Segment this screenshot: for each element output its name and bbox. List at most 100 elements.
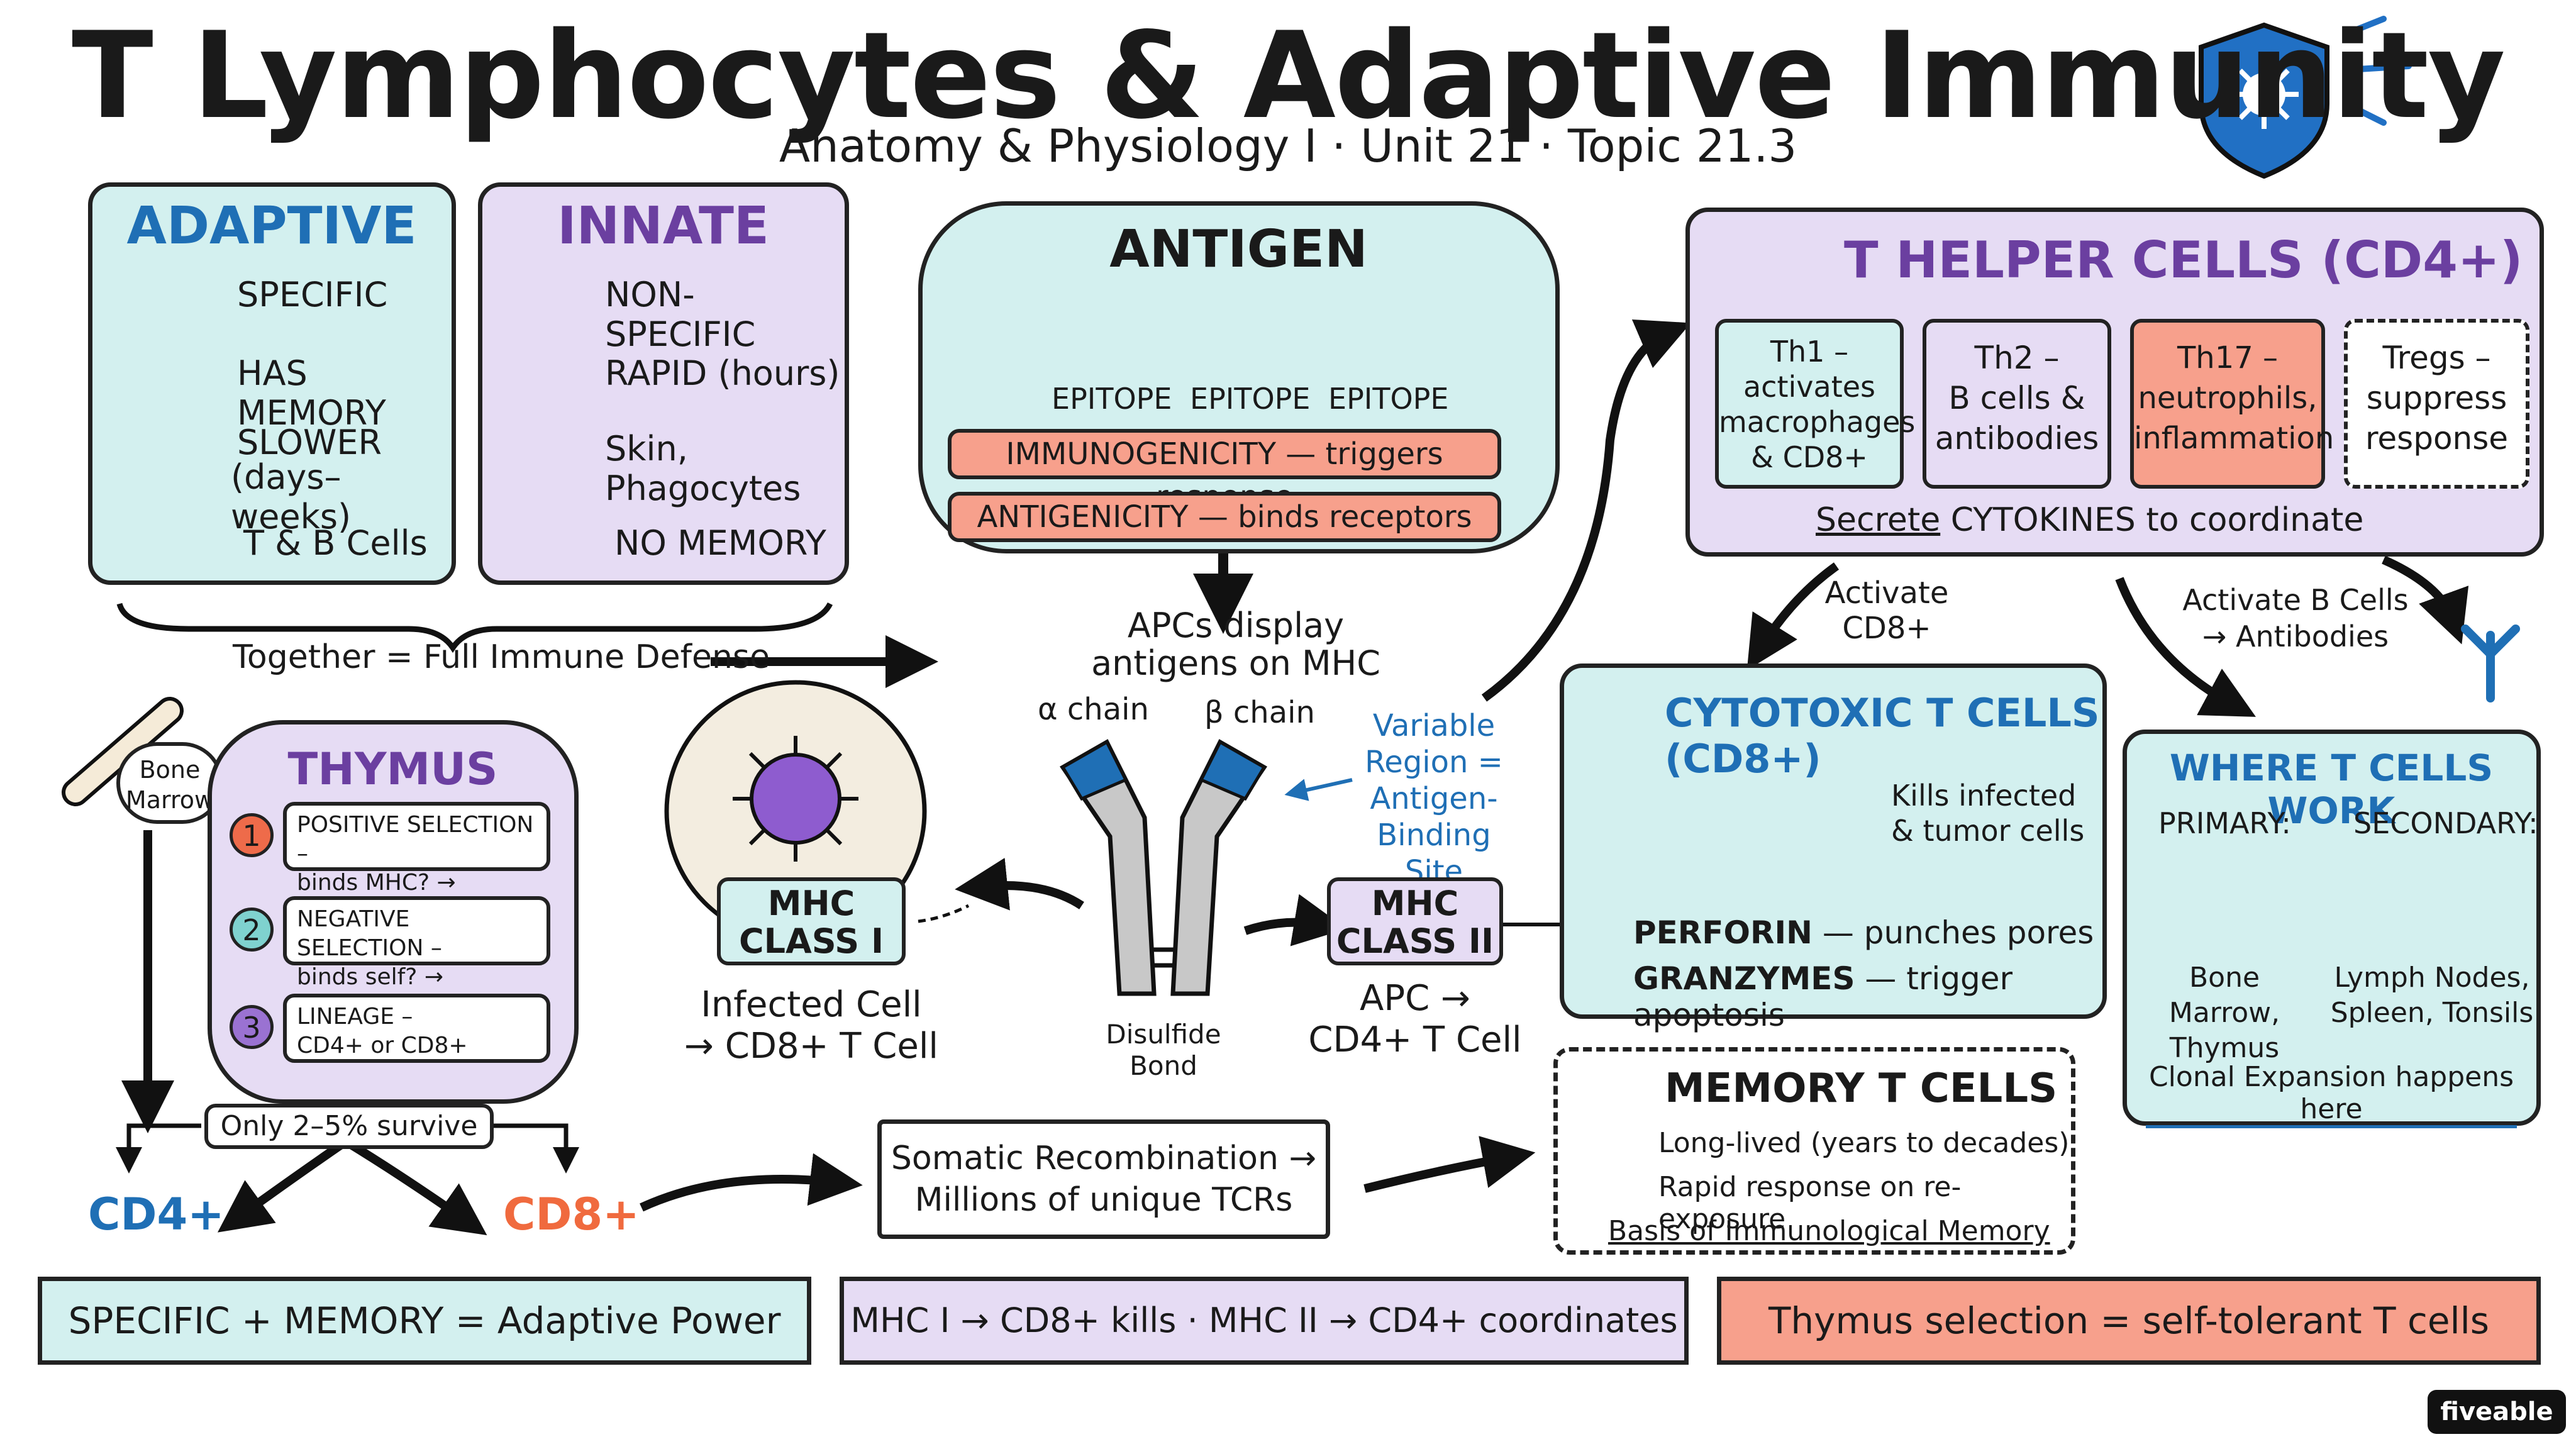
primary-label: PRIMARY: (2158, 806, 2291, 840)
somatic-line-1: Somatic Recombination → (891, 1140, 1317, 1177)
kills-line-1: Kills infected (1891, 779, 2077, 813)
variable-line-3: Antigen-Binding (1370, 781, 1498, 853)
th2-line-2: B cells & (1948, 380, 2085, 416)
granzymes-term: GRANZYMES (1633, 960, 1855, 997)
activate-cd8-label: Activate CD8+ (1811, 575, 1962, 646)
step-1-box: POSITIVE SELECTION – binds MHC? → surviv… (283, 802, 550, 924)
mhc-class-1-box: MHC CLASS I (717, 877, 906, 965)
banner-thymus-selection: Thymus selection = self-tolerant T cells (1717, 1277, 2541, 1365)
th1-line-1: Th1 – (1770, 335, 1849, 369)
activate-cd8-line-2: CD8+ (1842, 611, 1931, 646)
adaptive-days: (days–weeks) (231, 457, 352, 536)
innate-nonspecific: NON-SPECIFIC (605, 275, 756, 354)
together-caption: Together = Full Immune Defense (233, 638, 770, 676)
step-3-number: 3 (230, 1005, 274, 1049)
activate-cd8-line-1: Activate (1824, 575, 1949, 611)
page-title: T Lymphocytes & Adaptive Immunity (72, 6, 2506, 145)
mhc-class-2-box: MHC CLASS II (1327, 877, 1503, 965)
secondary-site-1: Lymph Nodes, (2334, 962, 2530, 994)
step-2-number: 2 (230, 908, 274, 952)
step-3-box: LINEAGE – CD4+ or CD8+ (283, 994, 550, 1063)
activate-b-label: Activate B Cells → Antibodies (2163, 582, 2428, 655)
infected-cell-icon (664, 680, 927, 943)
step-3-line-2: CD4+ or CD8+ (297, 1033, 468, 1058)
step-2-line-1: NEGATIVE SELECTION – (297, 906, 442, 961)
th2-line-1: Th2 – (1974, 340, 2060, 376)
memory-panel: MEMORY T CELLS Long-lived (years to deca… (1553, 1047, 2075, 1255)
thymus-step-2: 2 NEGATIVE SELECTION – binds self? → eli… (230, 896, 557, 1019)
mhc1-caption-1: Infected Cell (701, 984, 922, 1025)
innate-no-memory: NO MEMORY (614, 523, 826, 563)
apc-caption: APCs display antigens on MHC (1031, 607, 1440, 682)
th1-line-3: macrophages (1719, 405, 1916, 439)
tregs-line-1: Tregs – (2382, 340, 2491, 376)
tcr-receptor-icon (1059, 739, 1268, 996)
memory-heading: MEMORY T CELLS (1665, 1065, 2058, 1112)
antigen-panel: ANTIGEN EPITOPE EPITOPE EPITOPE IMMUNOGE… (918, 201, 1560, 553)
mhc2-caption-1: APC → (1360, 978, 1470, 1019)
epitope-label-2: EPITOPE (1190, 382, 1311, 416)
adaptive-panel: ADAPTIVE SPECIFIC HAS MEMORY SLOWER (day… (88, 182, 456, 585)
survive-pill: Only 2–5% survive (204, 1104, 494, 1149)
secrete-word: Secrete (1816, 501, 1941, 539)
adaptive-memory: HAS MEMORY (237, 353, 386, 433)
cytokines-caption: Secrete CYTOKINES to coordinate (1816, 501, 2363, 539)
memory-line-2: Rapid response on re-exposure (1658, 1171, 1962, 1235)
cd4-label: CD4+ (88, 1189, 225, 1240)
th17-line-2: neutrophils, (2138, 380, 2318, 416)
primary-sites: Bone Marrow, Thymus (2133, 960, 2316, 1066)
beta-chain-label: β chain (1204, 695, 1315, 730)
t-helper-heading: T HELPER CELLS (CD4+) (1844, 231, 2523, 289)
antigenicity-pill: ANTIGENICITY — binds receptors (948, 492, 1501, 542)
tregs-line-2: suppress (2366, 380, 2507, 416)
antigen-heading: ANTIGEN (1109, 219, 1368, 279)
mhc1-line-2: CLASS I (738, 921, 884, 961)
step-2-box: NEGATIVE SELECTION – binds self? → elimi… (283, 896, 550, 1019)
secondary-label: SECONDARY: (2353, 806, 2538, 840)
granzymes-row: GRANZYMES — trigger apoptosis (1633, 960, 2102, 1033)
memory-line-1: Long-lived (years to decades) (1658, 1127, 2070, 1159)
where-heading: WHERE T CELLS WORK (2169, 747, 2494, 832)
disulfide-line-2: Bond (1130, 1050, 1197, 1081)
mhc1-caption-2: → CD8+ T Cell (684, 1026, 938, 1067)
secondary-sites: Lymph Nodes, Spleen, Tonsils (2328, 960, 2536, 1031)
kills-line-2: & tumor cells (1891, 814, 2085, 848)
banner-adaptive-power: SPECIFIC + MEMORY = Adaptive Power (38, 1277, 811, 1365)
perforin-row: PERFORIN — punches pores (1633, 914, 2094, 951)
th17-line-1: Th17 – (2177, 340, 2279, 375)
th1-box: Th1 – activates macrophages & CD8+ (1715, 319, 1916, 489)
antibody-icon (2461, 625, 2520, 702)
epitope-label-3: EPITOPE (1328, 382, 1449, 416)
activate-b-line-1: Activate B Cells (2182, 583, 2409, 617)
innate-skin: Skin, Phagocytes (605, 429, 801, 508)
mhc2-line-2: CLASS II (1336, 921, 1494, 961)
cytokines-text: CYTOKINES to coordinate (1950, 501, 2364, 539)
th17-line-3: inflammation (2134, 421, 2334, 456)
bone-marrow-line-1: Bone (139, 756, 201, 784)
page-subtitle: Anatomy & Physiology I · Unit 21 · Topic… (779, 119, 1797, 172)
innate-panel: INNATE NON-SPECIFIC RAPID (hours) Skin, … (478, 182, 849, 585)
mhc2-caption: APC → CD4+ T Cell (1296, 978, 1535, 1061)
th2-box: Th2 – B cells & antibodies (1923, 319, 2111, 489)
step-1-number: 1 (230, 813, 274, 857)
granzymes-desc: — trigger apoptosis (1633, 960, 2013, 1033)
t-helper-panel: T HELPER CELLS (CD4+) Th1 – activates ma… (1685, 208, 2544, 557)
bone-marrow-line-2: Marrow (125, 786, 214, 814)
immunogenicity-pill: IMMUNOGENICITY — triggers response (948, 429, 1501, 514)
mhc2-line-1: MHC (1371, 884, 1459, 923)
variable-line-1: Variable (1372, 708, 1496, 743)
mhc1-caption: Infected Cell → CD8+ T Cell (679, 984, 943, 1067)
fiveable-logo: fiveable (2428, 1390, 2566, 1434)
th1-line-4: & CD8+ (1751, 440, 1868, 474)
somatic-line-2: Millions of unique TCRs (914, 1181, 1293, 1219)
adaptive-slower: SLOWER (237, 423, 382, 462)
th2-line-3: antibodies (1935, 420, 2099, 457)
variable-line-2: Region = (1365, 745, 1503, 780)
cytotoxic-heading: CYTOTOXIC T CELLS (CD8+) (1665, 690, 2100, 782)
epitope-label-1: EPITOPE (1052, 382, 1172, 416)
disulfide-label: Disulfide Bond (1094, 1019, 1233, 1082)
primary-site-1: Bone Marrow, (2168, 962, 2280, 1029)
thymus-step-3: 3 LINEAGE – CD4+ or CD8+ (230, 994, 557, 1063)
tregs-box: Tregs – suppress response (2344, 319, 2529, 489)
alpha-chain-label: α chain (1038, 692, 1149, 727)
